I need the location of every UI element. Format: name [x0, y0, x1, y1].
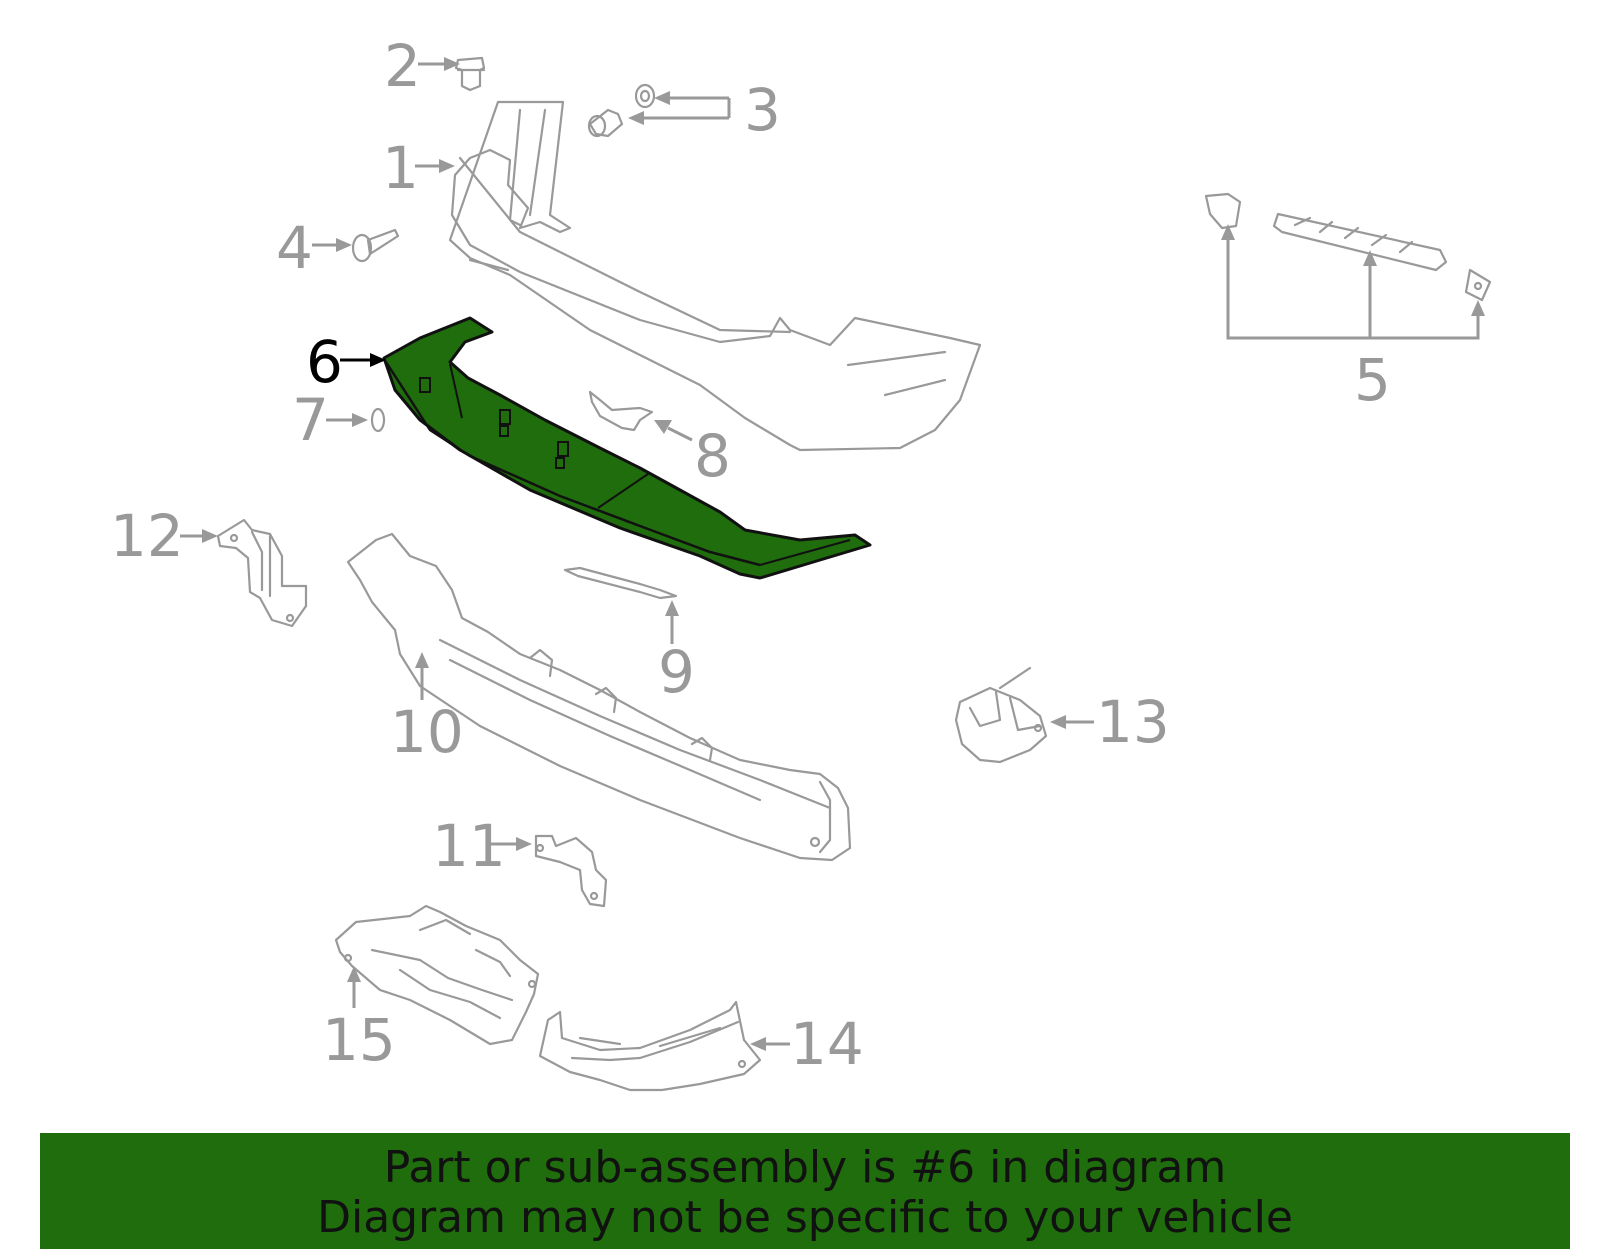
- part-5-bracket-set: [1204, 192, 1492, 340]
- callout-6-highlighted: 6: [306, 328, 343, 396]
- callout-8: 8: [694, 422, 731, 490]
- callout-13: 13: [1096, 688, 1170, 756]
- banner-line-2: Diagram may not be specific to your vehi…: [317, 1192, 1293, 1243]
- callout-10: 10: [390, 698, 464, 766]
- callout-15: 15: [322, 1006, 396, 1074]
- part-3-grommet-screw: [587, 83, 656, 138]
- info-banner: Part or sub-assembly is #6 in diagram Di…: [40, 1133, 1570, 1249]
- part-2-clip: [454, 56, 486, 92]
- callout-9: 9: [658, 638, 695, 706]
- part-13-sensor: [954, 666, 1048, 764]
- callout-4: 4: [276, 214, 313, 282]
- callout-12: 12: [110, 502, 184, 570]
- callout-3: 3: [744, 76, 781, 144]
- callout-2: 2: [384, 32, 421, 100]
- part-10-reinforcement-beam: [346, 532, 852, 862]
- part-7-clip: [370, 407, 386, 433]
- callout-11: 11: [432, 812, 506, 880]
- callout-1: 1: [382, 134, 419, 202]
- banner-line-1: Part or sub-assembly is #6 in diagram: [383, 1142, 1227, 1193]
- part-6-lower-valance-highlighted: [382, 316, 872, 580]
- callout-labels: 1 2 3 4 5 6 7 8 9 10 11 12 13 14 15: [110, 32, 1391, 1078]
- part-14-deflector: [538, 1000, 762, 1092]
- callout-7: 7: [292, 386, 329, 454]
- callout-5: 5: [1354, 346, 1391, 414]
- callout-14: 14: [790, 1010, 864, 1078]
- part-4-screw: [351, 228, 400, 263]
- part-1-bumper-cover: [448, 100, 982, 452]
- leader-lines: [180, 57, 1094, 1051]
- part-15-cover: [334, 904, 540, 1046]
- part-8-bracket: [588, 390, 654, 432]
- part-12-bracket: [216, 518, 308, 628]
- part-11-bracket: [534, 834, 608, 908]
- part-9-trim-strip: [563, 566, 678, 600]
